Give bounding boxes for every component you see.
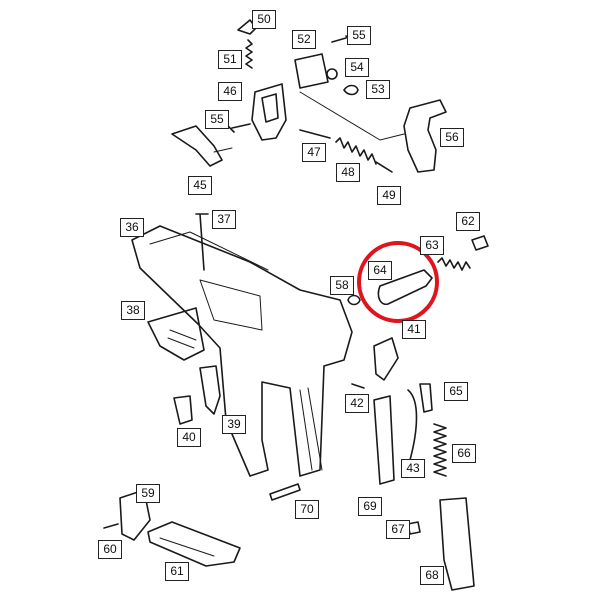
part-49-rod	[375, 161, 393, 173]
label-42: 42	[345, 394, 369, 413]
part-61-baseplate	[147, 521, 241, 567]
part-58-bushing	[347, 294, 361, 306]
label-63: 63	[420, 236, 444, 255]
part-48-spring	[335, 137, 377, 165]
part-62-plunger	[471, 235, 489, 251]
label-56: 56	[440, 128, 464, 147]
part-65-screw	[419, 383, 433, 413]
label-60: 60	[98, 540, 122, 559]
part-54-washer	[326, 68, 338, 80]
label-58: 58	[330, 276, 354, 295]
part-69-strip	[373, 395, 395, 485]
label-69: 69	[358, 497, 382, 516]
label-48: 48	[336, 163, 360, 182]
label-52: 52	[292, 30, 316, 49]
label-36: 36	[120, 218, 144, 237]
label-40: 40	[177, 428, 201, 447]
label-49: 49	[377, 186, 401, 205]
part-42-pin	[351, 383, 365, 389]
part-63-spring	[437, 257, 471, 271]
part-68-magazine	[439, 497, 475, 591]
label-38: 38	[121, 301, 145, 320]
label-41: 41	[402, 320, 426, 339]
part-45-lever	[171, 125, 223, 167]
part-66-spring	[433, 423, 447, 477]
part-41-disconnector	[373, 337, 399, 381]
label-67: 67	[386, 520, 410, 539]
label-50: 50	[252, 10, 276, 29]
part-40-sear	[173, 395, 193, 425]
part-47-pin	[299, 129, 331, 139]
label-51: 51	[218, 50, 242, 69]
label-59: 59	[136, 484, 160, 503]
label-62: 62	[456, 212, 480, 231]
label-64: 64	[368, 261, 392, 280]
label-70: 70	[295, 500, 319, 519]
part-60-screw	[103, 523, 119, 529]
label-66: 66	[452, 444, 476, 463]
part-53-clip	[343, 84, 359, 96]
part-55-screw-b	[227, 123, 251, 133]
label-68: 68	[420, 566, 444, 585]
label-45: 45	[188, 176, 212, 195]
label-53: 53	[366, 80, 390, 99]
label-43: 43	[401, 459, 425, 478]
part-46-housing	[251, 83, 287, 141]
label-55-mid: 55	[205, 110, 229, 129]
label-65: 65	[444, 382, 468, 401]
part-43-rod	[407, 389, 418, 461]
part-36-frame	[131, 225, 353, 477]
label-55-top: 55	[347, 26, 371, 45]
part-64-lever	[377, 269, 433, 306]
label-47: 47	[302, 143, 326, 162]
part-52-plate	[294, 53, 329, 89]
label-39: 39	[222, 415, 246, 434]
part-56-grip	[403, 99, 447, 173]
label-37: 37	[212, 210, 236, 229]
highlight-circle	[357, 241, 439, 323]
label-61: 61	[165, 562, 189, 581]
part-51-spring	[245, 39, 253, 69]
label-54: 54	[345, 58, 369, 77]
part-38-slide-stop	[147, 307, 205, 361]
part-70-pin	[269, 483, 301, 501]
label-46: 46	[218, 82, 242, 101]
part-39-trigger	[199, 365, 221, 415]
